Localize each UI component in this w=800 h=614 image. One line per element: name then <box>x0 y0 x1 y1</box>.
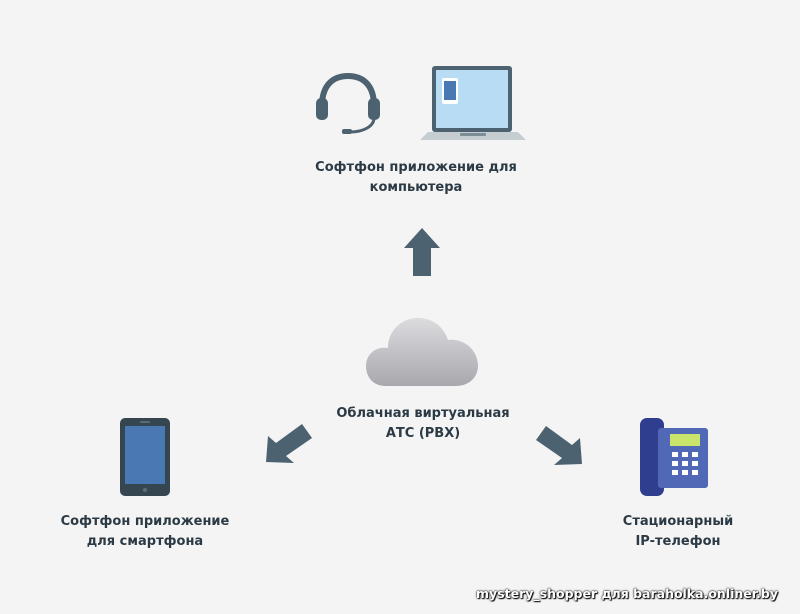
cloud-icon <box>366 318 478 386</box>
cloud-pbx-label: Облачная виртуальная АТС (PBX) <box>336 406 510 441</box>
ip-phone-icon <box>640 418 708 496</box>
laptop-icon <box>420 66 526 140</box>
arrow-right-down-icon <box>536 426 582 465</box>
ip-phone-label: Стационарный IP-телефон <box>622 514 734 549</box>
computer-softphone-label: Софтфон приложение для компьютера <box>315 160 517 195</box>
arrow-left-down-icon <box>266 424 312 463</box>
smartphone-icon <box>120 418 170 496</box>
headset-icon <box>316 72 380 134</box>
watermark: mystery_shopper для baraholka.onliner.by <box>476 586 778 601</box>
smartphone-softphone-label: Софтфон приложение для смартфона <box>60 514 230 549</box>
arrow-up-icon <box>404 228 440 276</box>
